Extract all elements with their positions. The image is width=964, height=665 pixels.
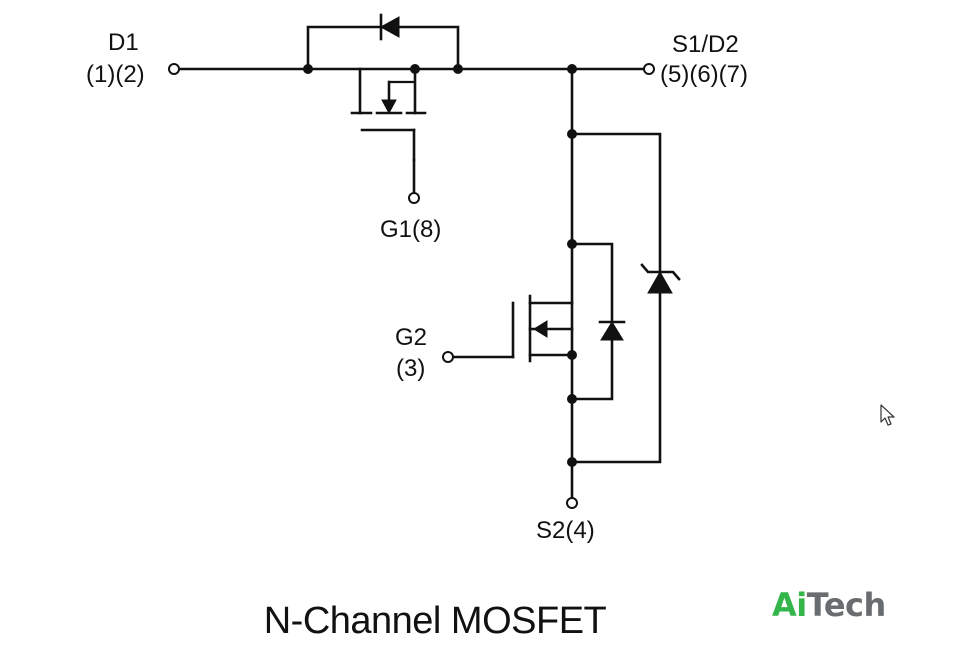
arrow-pointer-icon [880, 404, 895, 426]
junction-dots [303, 64, 577, 467]
g1-label: G1(8) [380, 216, 441, 243]
g2-label: G2 [395, 324, 427, 351]
s1d2-pins-label: (5)(6)(7) [660, 61, 748, 88]
aitech-logo: AiTech [772, 586, 886, 624]
g1-terminal [408, 192, 420, 204]
s1d2-label: S1/D2 [672, 31, 739, 58]
d1-terminal [168, 63, 180, 75]
diagram-caption: N-Channel MOSFET [263, 600, 607, 642]
logo-ai-text: Ai [772, 586, 807, 624]
s2-label: S2(4) [536, 517, 595, 544]
lower-mosfet [452, 294, 574, 363]
g2-pins-label: (3) [396, 355, 425, 382]
logo-tech-text: Tech [806, 586, 887, 624]
s1d2-terminal [643, 63, 655, 75]
d1-pins-label: (1)(2) [86, 61, 145, 88]
upper-body-diode [306, 13, 460, 71]
upper-mosfet [350, 67, 427, 195]
d1-label: D1 [108, 29, 139, 56]
tvs-diode-branch [570, 132, 681, 464]
g2-terminal [442, 351, 454, 363]
s2-terminal [566, 497, 578, 509]
lower-body-diode [570, 242, 626, 401]
